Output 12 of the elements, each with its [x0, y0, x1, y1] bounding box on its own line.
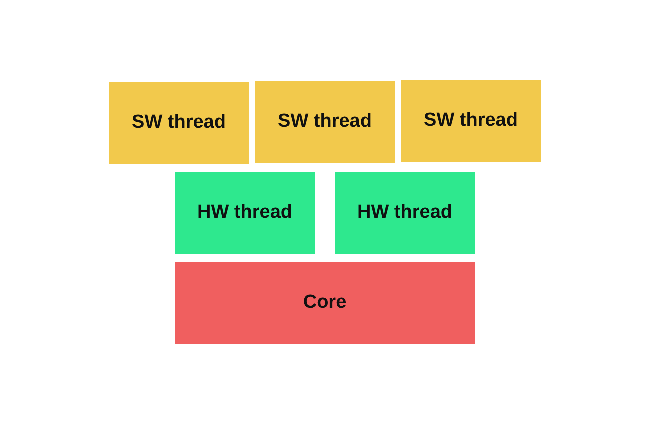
block-label: SW thread	[132, 112, 226, 134]
hardware-thread-block	[175, 172, 315, 254]
software-thread-block	[401, 80, 541, 162]
block-label: SW thread	[278, 111, 372, 133]
software-thread-block	[255, 81, 395, 163]
block-label: SW thread	[424, 110, 518, 132]
block-label: HW thread	[198, 202, 292, 224]
hardware-thread-block	[335, 172, 475, 254]
core-block	[175, 262, 475, 344]
block-label: Core	[303, 292, 347, 314]
software-thread-block	[109, 82, 249, 164]
block-label: HW thread	[358, 202, 452, 224]
